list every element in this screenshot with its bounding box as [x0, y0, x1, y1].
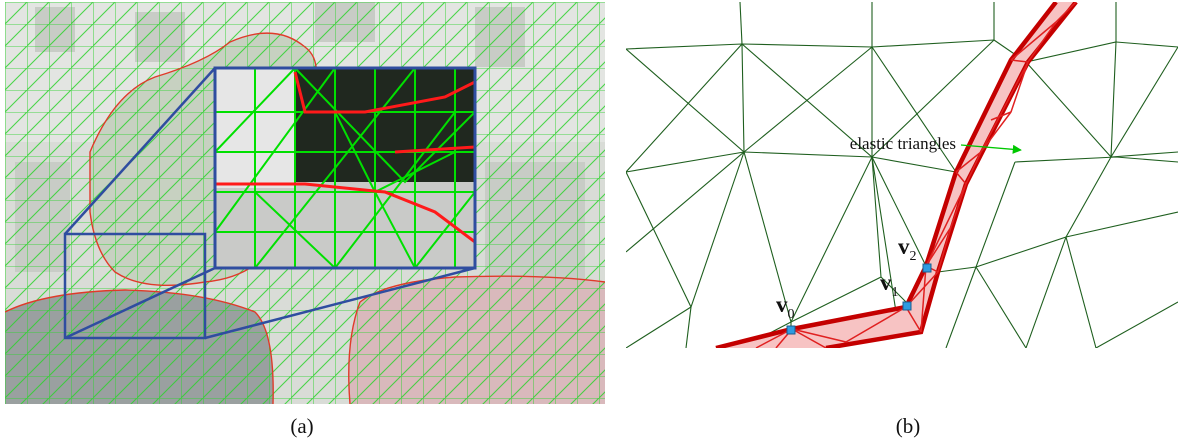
caption-b: (b)	[895, 414, 921, 438]
vertex-v2	[922, 263, 932, 273]
vertex-v0	[786, 325, 796, 335]
panel-a-image	[5, 2, 605, 404]
zoom-inset	[213, 66, 477, 270]
label-v1: v1	[880, 270, 899, 300]
triangle-mesh	[626, 2, 1178, 348]
zoom-connector	[63, 67, 476, 340]
caption-a: (a)	[290, 414, 314, 438]
vertex-markers	[786, 263, 932, 335]
annotation-arrow	[960, 144, 1022, 154]
vertex-v1	[902, 301, 912, 311]
elastic-triangles-label: elastic triangles	[850, 134, 956, 153]
panel-a-svg	[5, 2, 605, 404]
label-v0: v0	[776, 292, 795, 322]
label-v2: v2	[898, 234, 917, 264]
panel-b-diagram: elastic triangles v0 v1 v2	[626, 2, 1178, 348]
panel-b-svg: elastic triangles v0 v1 v2	[626, 2, 1178, 348]
